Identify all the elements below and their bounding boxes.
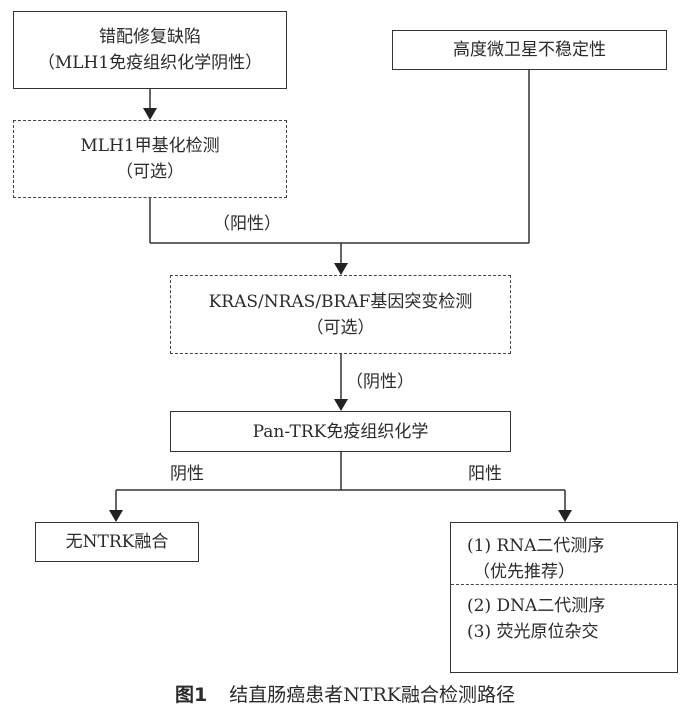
figure-number: 图1 — [174, 684, 208, 706]
node-kras-nras-braf: KRAS/NRAS/BRAF基因突变检测 （可选） — [170, 275, 511, 354]
figure-caption: 图1 结直肠癌患者NTRK融合检测路径 — [0, 680, 690, 707]
arrowhead-kras — [334, 263, 348, 275]
node-mlh1-methylation: MLH1甲基化检测 （可选） — [13, 120, 287, 198]
node-confirmatory-tests: (1) RNA二代测序 （优先推荐） (2) DNA二代测序 (3) 荧光原位杂… — [450, 522, 678, 673]
arrowhead-pantrk — [334, 399, 348, 411]
edge-label-negative: 阴性 — [170, 464, 204, 484]
tests-line1: (1) RNA二代测序 — [467, 536, 605, 556]
node-msi-high: 高度微卫星不稳定性 — [392, 30, 667, 70]
node-no-ntrk-fusion: 无NTRK融合 — [35, 522, 199, 562]
node-no-fusion-line1: 无NTRK融合 — [65, 532, 169, 552]
edge-label-negative-paren: （阴性） — [346, 372, 414, 392]
node-mlh1-line2: （可选） — [116, 162, 184, 182]
node-mlh1-line1: MLH1甲基化检测 — [80, 136, 220, 156]
tests-line2: （优先推荐） — [473, 562, 575, 582]
figure-title: 结直肠癌患者NTRK融合检测路径 — [229, 684, 516, 706]
arrowhead-mlh1 — [143, 108, 157, 120]
node-pantrk-line1: Pan-TRK免疫组织化学 — [252, 421, 429, 442]
node-mmr-line1: 错配修复缺陷 — [99, 27, 201, 47]
edge-label-positive: 阳性 — [468, 464, 502, 484]
tests-line3: (2) DNA二代测序 — [467, 596, 606, 616]
node-kras-line1: KRAS/NRAS/BRAF基因突变检测 — [208, 291, 473, 312]
node-pan-trk-ihc: Pan-TRK免疫组织化学 — [170, 411, 511, 452]
tests-alternative-section: (2) DNA二代测序 (3) 荧光原位杂交 — [451, 585, 677, 645]
tests-preferred-section: (1) RNA二代测序 （优先推荐） — [451, 523, 677, 585]
node-msi-line1: 高度微卫星不稳定性 — [453, 40, 606, 60]
tests-line4: (3) 荧光原位杂交 — [467, 622, 599, 642]
edge-label-positive-paren: （阳性） — [213, 214, 281, 234]
node-kras-line2: （可选） — [306, 317, 375, 338]
node-mmr-deficiency: 错配修复缺陷 （MLH1免疫组织化学阴性） — [13, 11, 287, 89]
arrowhead-tests — [558, 510, 572, 522]
node-mmr-line2: （MLH1免疫组织化学阴性） — [37, 53, 263, 73]
arrowhead-no-fusion — [109, 510, 123, 522]
